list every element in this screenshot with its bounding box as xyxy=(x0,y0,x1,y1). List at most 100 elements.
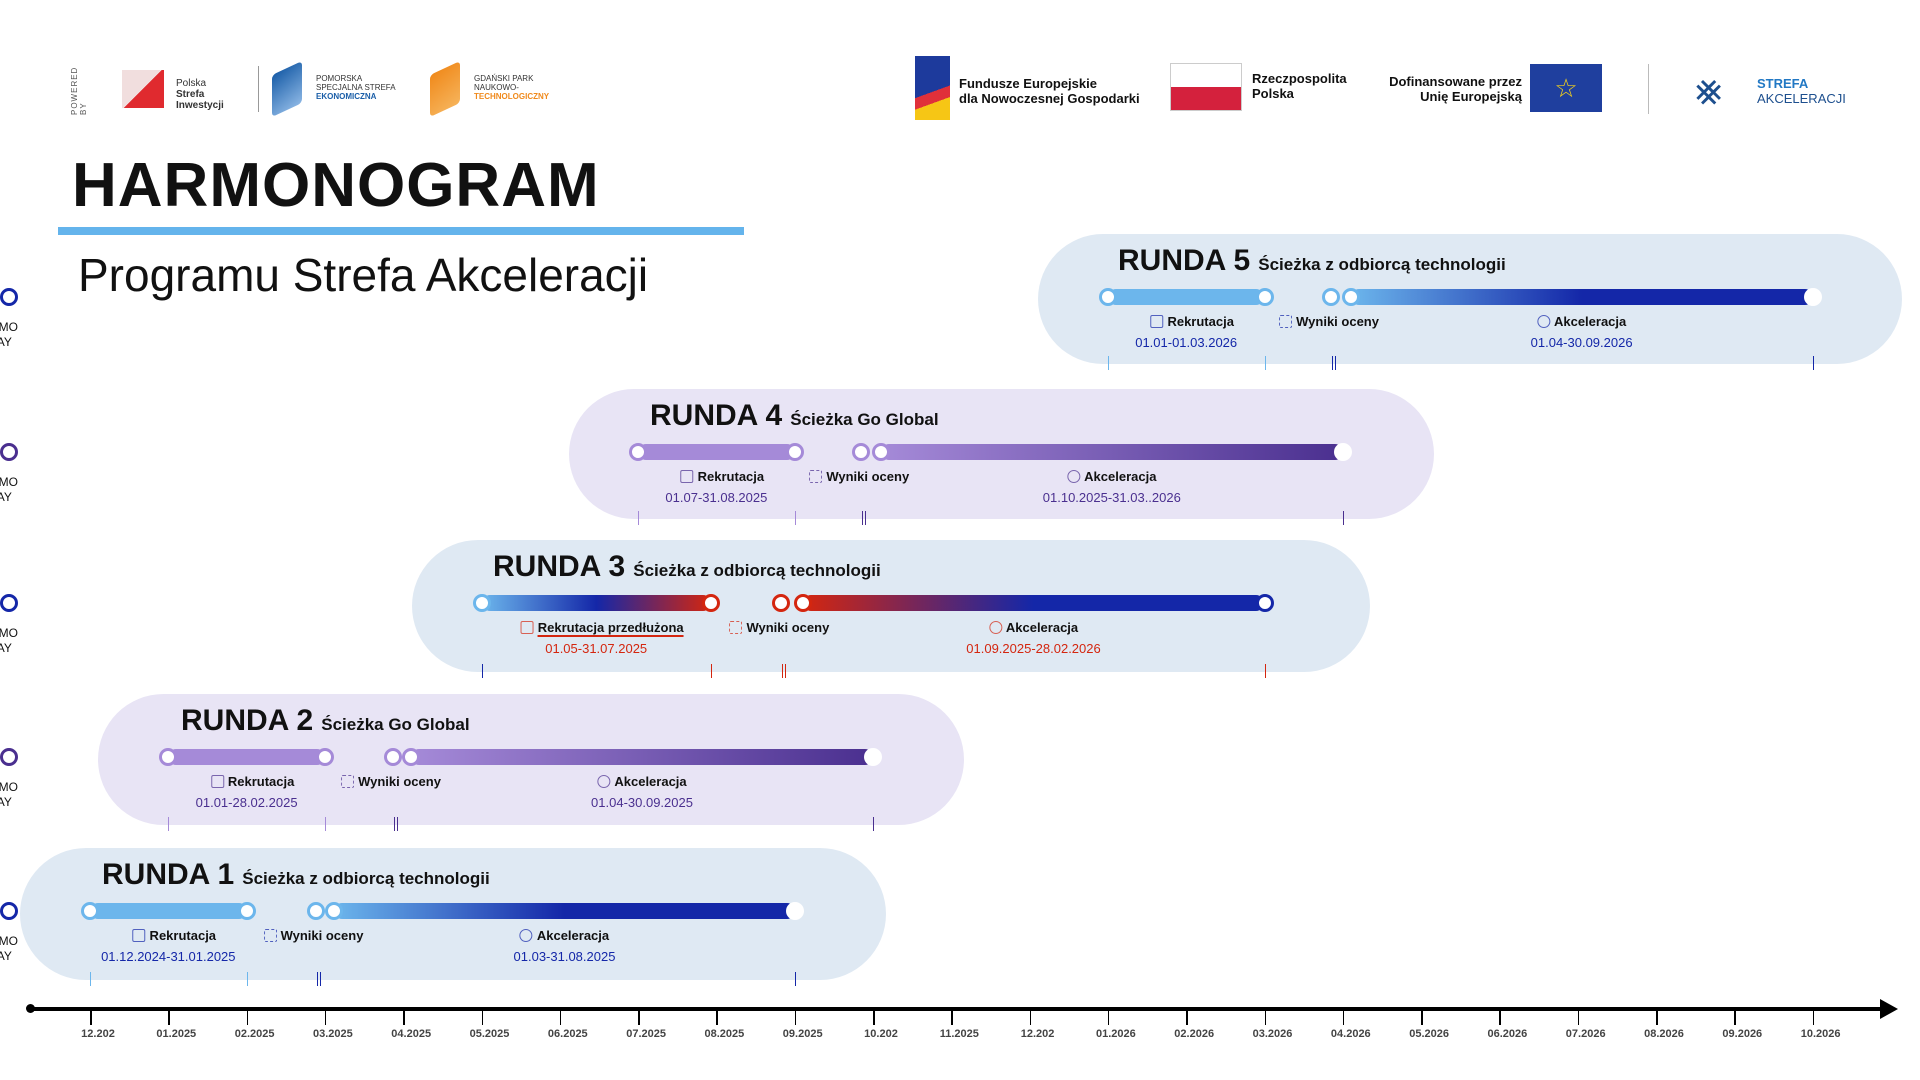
milestone-dot xyxy=(793,594,812,612)
sa-line2: AKCELERACJI xyxy=(1757,91,1846,106)
acceleration-bar xyxy=(334,903,795,919)
axis-month-label: 10.2026 xyxy=(1800,1028,1841,1040)
milestone-dot xyxy=(701,594,720,612)
sa-line1: STREFA xyxy=(1757,76,1809,91)
axis-month-label: 10.202 xyxy=(864,1028,898,1040)
period-tick xyxy=(873,817,874,831)
period-tick xyxy=(481,664,483,678)
milestone-dot xyxy=(1098,288,1117,306)
document-icon xyxy=(520,621,534,634)
recruitment-dates: 01.05-31.07.2025 xyxy=(545,641,648,656)
psi-logo-mark xyxy=(122,70,164,108)
period-tick xyxy=(1264,664,1266,678)
axis-month-label: 09.2025 xyxy=(782,1028,823,1040)
recruitment-label: Rekrutacja xyxy=(132,928,217,943)
recruitment-label: Rekrutacja xyxy=(680,469,765,484)
period-tick xyxy=(1332,356,1334,370)
milestone-dot xyxy=(871,443,890,461)
strefa-logo-mark: ⨳ xyxy=(1695,65,1723,114)
axis-tick xyxy=(951,1011,953,1025)
recruitment-label-text: Rekrutacja przedłużona xyxy=(537,620,684,637)
milestone-dot xyxy=(852,443,871,461)
acceleration-label: Akceleracja xyxy=(1536,314,1626,329)
axis-month-label: 12.202 xyxy=(1020,1028,1055,1040)
acceleration-label-text: Akceleracja xyxy=(1005,620,1079,635)
period-tick xyxy=(710,664,712,678)
axis-tick xyxy=(1264,1011,1266,1025)
gears-icon xyxy=(519,929,533,942)
document-icon xyxy=(680,470,694,483)
milestone-dot xyxy=(237,902,256,920)
demo-day-label: DEMODAY xyxy=(0,475,30,505)
demo-day-demo: DEMO xyxy=(0,626,18,640)
recruitment-label-text: Rekrutacja xyxy=(149,928,217,943)
axis-tick xyxy=(559,1011,562,1025)
milestone-dot xyxy=(1255,594,1274,612)
period-tick xyxy=(638,511,640,525)
axis-tick xyxy=(1342,1011,1345,1025)
document-icon xyxy=(210,775,224,788)
axis-month-label: 09.2026 xyxy=(1722,1028,1763,1040)
milestone-dot xyxy=(1333,443,1352,461)
timeline-axis xyxy=(28,1007,1888,1011)
demo-day-day: DAY xyxy=(0,641,12,655)
axis-tick xyxy=(403,1011,405,1025)
psse-line2: SPECJALNA STREFA xyxy=(316,83,396,92)
recruitment-label-text: Rekrutacja xyxy=(697,469,765,484)
round-number: RUNDA 5 xyxy=(1118,244,1251,277)
milestone-dot xyxy=(402,748,421,766)
gpnt-logo-mark xyxy=(430,61,460,117)
gears-icon xyxy=(1536,315,1550,328)
logo-polska-strefa-inwestycji: Polska Strefa Inwestycji xyxy=(122,66,252,112)
logo-strefa-akceleracji: ⨳ STREFA AKCELERACJI xyxy=(1695,62,1855,118)
period-tick xyxy=(324,817,326,831)
milestone-dot xyxy=(315,748,334,766)
acceleration-bar xyxy=(411,749,873,765)
logo-gpnt: GDAŃSKI PARK NAUKOWO- TECHNOLOGICZNY xyxy=(428,61,558,117)
acceleration-bar xyxy=(1350,289,1813,305)
period-tick xyxy=(1812,356,1814,370)
fe-line2: dla Nowoczesnej Gospodarki xyxy=(959,91,1140,106)
round-path: Ścieżka Go Global xyxy=(790,410,939,429)
period-tick xyxy=(794,511,796,525)
demo-day-demo: DEMO xyxy=(0,475,18,489)
axis-tick xyxy=(246,1011,249,1025)
acceleration-dates: 01.03-31.08.2025 xyxy=(513,949,616,964)
milestone-dot xyxy=(864,748,882,766)
demo-day-demo: DEMO xyxy=(0,934,18,948)
milestone-dot xyxy=(785,902,804,920)
round-path: Ścieżka Go Global xyxy=(321,715,470,734)
milestone-dot xyxy=(785,443,804,461)
axis-month-label: 01.2025 xyxy=(156,1028,197,1040)
recruitment-dates: 01.01-28.02.2025 xyxy=(195,795,298,810)
demo-day-demo: DEMO xyxy=(0,780,18,794)
acceleration-label-text: Akceleracja xyxy=(614,774,687,789)
recruitment-bar xyxy=(1107,289,1265,305)
acceleration-bar xyxy=(802,595,1265,611)
round-number: RUNDA 1 xyxy=(102,858,235,891)
demo-day-marker xyxy=(0,594,18,612)
milestone-dot xyxy=(306,902,325,920)
round-path: Ścieżka z odbiorcą technologii xyxy=(1258,255,1506,274)
eu-line1: Dofinansowane przez xyxy=(1389,74,1522,89)
logo-divider-right xyxy=(1648,64,1649,114)
timeline-arrow-icon xyxy=(1880,999,1898,1019)
period-tick xyxy=(794,972,796,986)
rp-line1: Rzeczpospolita xyxy=(1252,71,1347,86)
results-label: Wyniki oceny xyxy=(729,620,829,635)
milestone-dot xyxy=(1255,288,1274,306)
milestone-dot xyxy=(629,443,648,461)
eu-line2: Unię Europejską xyxy=(1420,89,1522,104)
axis-month-label: 07.2025 xyxy=(626,1028,666,1040)
axis-tick xyxy=(1186,1011,1188,1025)
period-tick xyxy=(90,972,91,986)
recruitment-label-text: Rekrutacja xyxy=(227,774,295,789)
demo-day-label: DEMODAY xyxy=(0,780,30,810)
axis-month-label: 04.2026 xyxy=(1330,1028,1371,1040)
period-tick xyxy=(782,664,784,678)
demo-day-marker xyxy=(0,748,18,766)
period-tick xyxy=(394,817,396,831)
